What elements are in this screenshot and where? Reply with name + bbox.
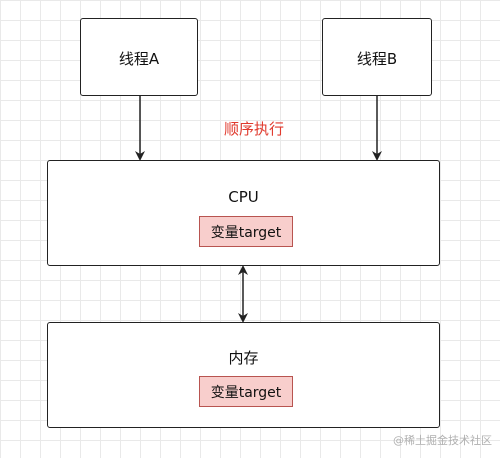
thread-a-label: 线程A [118, 50, 160, 68]
cpu-variable-target: 变量target [199, 216, 293, 247]
memory-variable-target: 变量target [199, 376, 293, 407]
thread-a-node: 线程A [80, 18, 198, 96]
thread-b-label: 线程B [356, 50, 398, 68]
sequential-execution-label: 顺序执行 [224, 120, 285, 138]
memory-label: 内存 [228, 349, 259, 367]
cpu-label: CPU [228, 188, 259, 206]
thread-b-node: 线程B [322, 18, 432, 96]
watermark: @稀土掘金技术社区 [393, 434, 492, 447]
